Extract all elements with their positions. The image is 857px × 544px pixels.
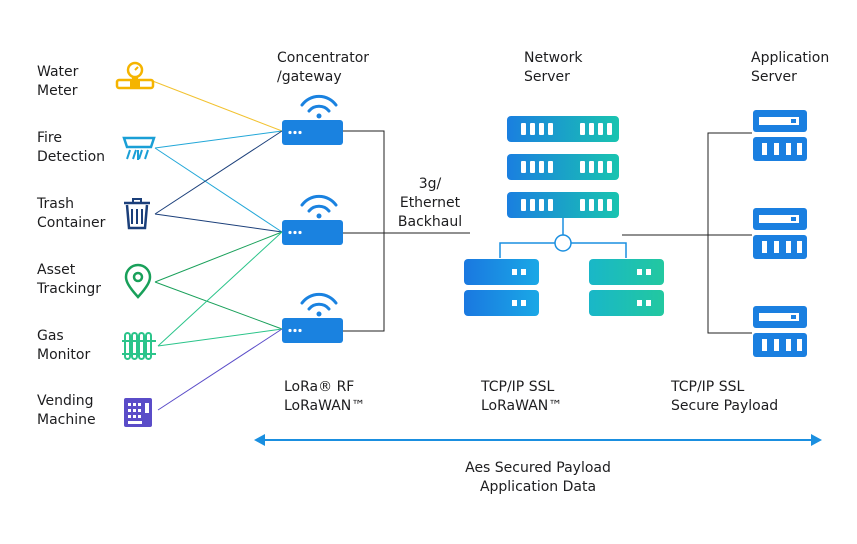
application-server-1 [753,110,807,161]
network-server-rack-3 [507,192,619,218]
wifi-signal-icon [300,194,338,219]
trash-can-icon [124,198,150,230]
application-links [622,132,752,334]
link-water-gw1 [149,79,283,132]
server-junction-node [554,234,572,252]
application-server-2 [753,208,807,259]
location-pin-icon [124,263,152,299]
link-gas-gw2 [157,231,283,347]
network-server-rack-1 [507,116,619,142]
network-server-rack-2 [507,154,619,180]
link-trash-gw1 [154,130,283,215]
gas-monitor-icon [122,332,156,360]
backhaul-label: 3g/ Ethernet Backhaul [397,176,463,230]
link-gas-gw3 [157,328,283,347]
link-fire-gw1 [154,130,283,149]
network-server-left [464,259,539,316]
radio-links [149,79,283,411]
gateway-2 [282,194,343,245]
network-server-right [589,259,664,316]
gateway-1 [282,94,343,145]
wifi-signal-icon [300,292,338,317]
water-meter-icon [115,61,155,90]
vending-machine-icon [124,398,152,427]
fire-detector-icon [122,136,156,160]
link-vending-gw3 [157,328,283,411]
link-asset-gw3 [154,281,283,330]
application-server-3 [753,306,807,357]
payload-span-arrow [254,434,822,446]
gateway-header: Concentrator/gateway [277,50,370,85]
backhaul-links [343,130,470,332]
wifi-signal-icon [300,94,338,119]
link-trash-gw2 [154,213,283,233]
link-asset-gw2 [154,231,283,283]
gateway-3 [282,292,343,343]
link-fire-gw2 [154,147,283,233]
